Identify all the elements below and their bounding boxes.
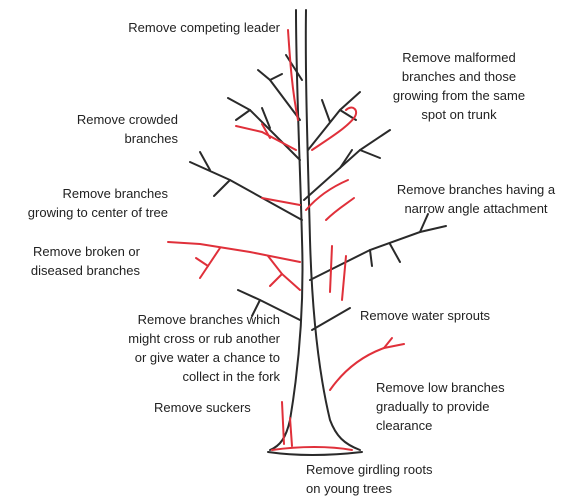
label-line: Remove broken or (10, 242, 140, 261)
label-line: Remove branches having a (386, 180, 566, 199)
narrow-angle-mark (306, 180, 348, 210)
label-line: growing from the same (364, 86, 554, 105)
label-line: branches (48, 129, 178, 148)
label-line: collect in the fork (110, 367, 280, 386)
label-line: or give water a chance to (110, 348, 280, 367)
label-line: Remove suckers (154, 398, 264, 417)
label-low-branches: Remove low branches gradually to provide… (376, 378, 526, 435)
label-line: Remove branches which (110, 310, 280, 329)
label-line: narrow angle attachment (386, 199, 566, 218)
label-crowded-branches: Remove crowded branches (48, 110, 178, 148)
label-line: Remove malformed (364, 48, 554, 67)
label-line: branches and those (364, 67, 554, 86)
label-line: Remove low branches (376, 378, 526, 397)
label-line: Remove competing leader (84, 18, 280, 37)
label-line: growing to center of tree (4, 203, 168, 222)
label-line: Remove water sprouts (360, 306, 520, 325)
label-center-branches: Remove branches growing to center of tre… (4, 184, 168, 222)
label-cross-rub: Remove branches which might cross or rub… (110, 310, 280, 386)
malformed-branch-mark (312, 108, 356, 150)
label-malformed-branches: Remove malformed branches and those grow… (364, 48, 554, 124)
trunk (268, 10, 362, 455)
label-line: Remove crowded (48, 110, 178, 129)
label-line: clearance (376, 416, 526, 435)
label-line: diseased branches (10, 261, 140, 280)
label-water-sprouts: Remove water sprouts (360, 306, 520, 325)
broken-branch-mark (168, 242, 300, 262)
label-line: spot on trunk (364, 105, 554, 124)
label-girdling-roots: Remove girdling roots on young trees (306, 460, 496, 497)
label-line: might cross or rub another (110, 329, 280, 348)
sucker-mark (282, 402, 284, 444)
water-sprout-mark (330, 246, 332, 292)
label-broken-branches: Remove broken or diseased branches (10, 242, 140, 280)
label-line: on young trees (306, 479, 496, 497)
label-competing-leader: Remove competing leader (84, 18, 280, 37)
label-line: gradually to provide (376, 397, 526, 416)
label-narrow-angle: Remove branches having a narrow angle at… (386, 180, 566, 218)
label-suckers: Remove suckers (154, 398, 264, 417)
girdling-root-mark (272, 447, 352, 450)
label-line: Remove branches (4, 184, 168, 203)
label-line: Remove girdling roots (306, 460, 496, 479)
